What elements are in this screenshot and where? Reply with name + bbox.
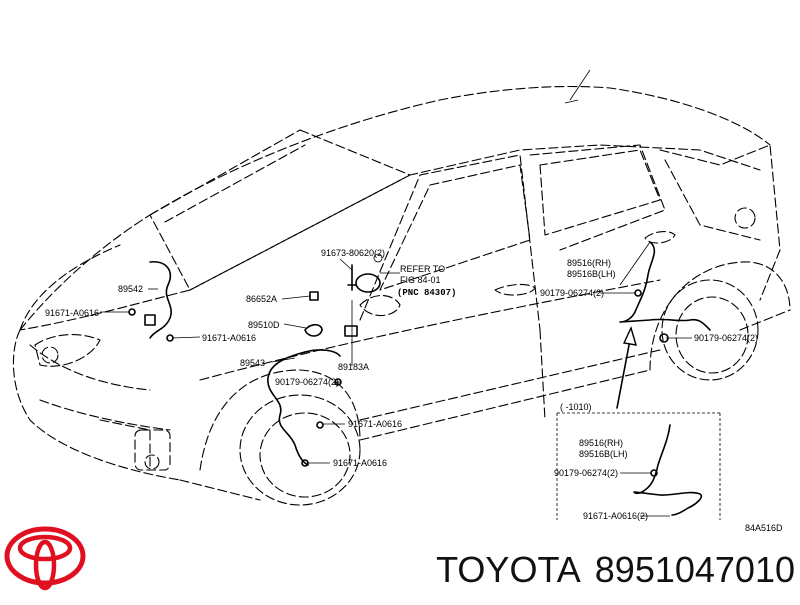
refer-note-line2: FIG 84-01 (400, 275, 441, 285)
leader-lines (100, 241, 692, 464)
callout-91671-c: 91671-A0616 (348, 419, 402, 429)
brand-name: TOYOTA (436, 549, 581, 590)
callout-90179-b: 90179-06274(2) (540, 288, 604, 298)
callout-91671-b: 91671-A0616 (202, 333, 256, 343)
mirror-part (355, 273, 381, 293)
wire-89516 (619, 241, 711, 331)
wire-89542 (149, 260, 172, 339)
callout-89516-rh: 89516(RH) (567, 258, 611, 268)
callout-91671-a: 91671-A0616 (45, 308, 99, 318)
wire-89543 (267, 351, 309, 466)
inset-bolt-label: 90179-06274(2) (554, 468, 618, 478)
parts-drawings (128, 241, 711, 467)
inset-clip-label: 91671-A0616(2) (583, 511, 648, 521)
toyota-logo-icon (4, 526, 86, 591)
refer-note-line1: REFER TO (400, 264, 445, 274)
bolt-icon (316, 421, 324, 429)
callout-90179-c: 90179-06274(2) (694, 333, 758, 343)
callout-91673: 91673-80620(2) (321, 248, 385, 258)
bracket-89183a (344, 325, 358, 337)
inset-89516-lh: 89516B(LH) (579, 449, 628, 459)
car-outline (12, 69, 791, 506)
inset-89516-rh: 89516(RH) (579, 438, 623, 448)
callout-86652a: 86652A (246, 294, 277, 304)
callout-89510d: 89510D (248, 320, 280, 330)
bolt-icon (334, 378, 342, 386)
inset-wire (633, 424, 703, 516)
brand-line: TOYOTA 8951047010 (365, 540, 795, 600)
clip-91673 (347, 264, 357, 291)
callout-89543: 89543 (240, 358, 265, 368)
refer-note-line3: (PNC 84307) (397, 288, 456, 298)
callout-labels: 91673-80620(2) 89542 86652A 91671-A0616 … (45, 248, 758, 468)
inset-range: ( -1010) (560, 402, 592, 412)
arrow-line (616, 339, 631, 409)
part-number: 8951047010 (594, 549, 795, 590)
callout-89516-lh: 89516B(LH) (567, 269, 616, 279)
clip-86652a (309, 291, 319, 301)
bracket-89510d (304, 323, 323, 337)
callout-91671-d: 91671-A0616 (333, 458, 387, 468)
callout-89183a: 89183A (338, 362, 369, 372)
arrow-head-icon (622, 326, 637, 346)
callout-89542: 89542 (118, 284, 143, 294)
callout-90179-a: 90179-06274(2) (275, 377, 339, 387)
sensor-89542 (144, 314, 156, 326)
inset-box: ( -1010) 89516(RH) 89516B(LH) 90179-0627… (554, 402, 783, 533)
diagram-code: 84A516D (745, 523, 783, 533)
